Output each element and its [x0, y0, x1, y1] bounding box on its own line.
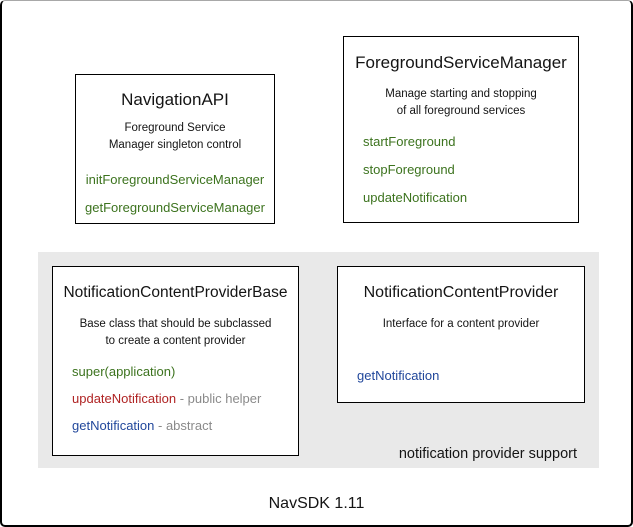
description-line: Manager singleton control	[108, 138, 242, 151]
method-initforegroundservicemanager: initForegroundServiceManager	[85, 172, 265, 187]
method-annotation: - public helper	[176, 391, 262, 406]
class-description: Base class that should be subclassed to …	[80, 316, 272, 349]
method-getnotification: getNotification - abstract	[72, 418, 298, 433]
method-name: updateNotification	[72, 391, 177, 406]
method-updatenotification: updateNotification	[363, 190, 468, 205]
method-super-application: super(application)	[72, 364, 298, 379]
method-list: super(application) updateNotification - …	[53, 349, 298, 433]
description-line: of all foreground services	[396, 104, 526, 117]
class-description: Interface for a content provider	[383, 316, 540, 333]
class-box-notification-content-provider: NotificationContentProvider Interface fo…	[337, 266, 585, 403]
description-line: to create a content provider	[105, 334, 246, 347]
method-list: initForegroundServiceManager getForegrou…	[76, 153, 274, 215]
class-title-notification-content-provider: NotificationContentProvider	[363, 284, 559, 301]
method-startforeground: startForeground	[363, 134, 456, 149]
sdk-version-caption: NavSDK 1.11	[268, 495, 365, 512]
method-list: startForeground stopForeground updateNot…	[344, 119, 578, 205]
method-getnotification: getNotification	[357, 367, 440, 383]
class-box-notification-content-provider-base: NotificationContentProviderBase Base cla…	[52, 266, 299, 456]
class-title-navigation-api: NavigationAPI	[121, 90, 229, 109]
method-stopforeground: stopForeground	[363, 162, 455, 177]
notification-provider-support-panel: NotificationContentProviderBase Base cla…	[38, 252, 599, 468]
description-line: Interface for a content provider	[382, 318, 540, 330]
description-line: Foreground Service	[124, 122, 226, 134]
method-getforegroundservicemanager: getForegroundServiceManager	[85, 200, 265, 215]
method-list: getNotification	[338, 333, 584, 383]
method-name: super(application)	[72, 364, 176, 379]
description-line: Base class that should be subclassed	[79, 318, 272, 330]
class-box-foreground-service-manager: ForegroundServiceManager Manage starting…	[343, 36, 579, 223]
method-updatenotification: updateNotification - public helper	[72, 391, 298, 406]
panel-caption: notification provider support	[398, 446, 577, 462]
class-box-navigation-api: NavigationAPI Foreground Service Manager…	[75, 74, 275, 224]
method-annotation: - abstract	[154, 418, 213, 433]
class-description: Foreground Service Manager singleton con…	[109, 120, 241, 153]
class-title-foreground-service-manager: ForegroundServiceManager	[355, 53, 567, 72]
description-line: Manage starting and stopping	[385, 88, 537, 100]
class-description: Manage starting and stopping of all fore…	[385, 86, 537, 119]
method-name: getNotification	[72, 418, 155, 433]
class-title-notification-content-provider-base: NotificationContentProviderBase	[63, 284, 288, 301]
